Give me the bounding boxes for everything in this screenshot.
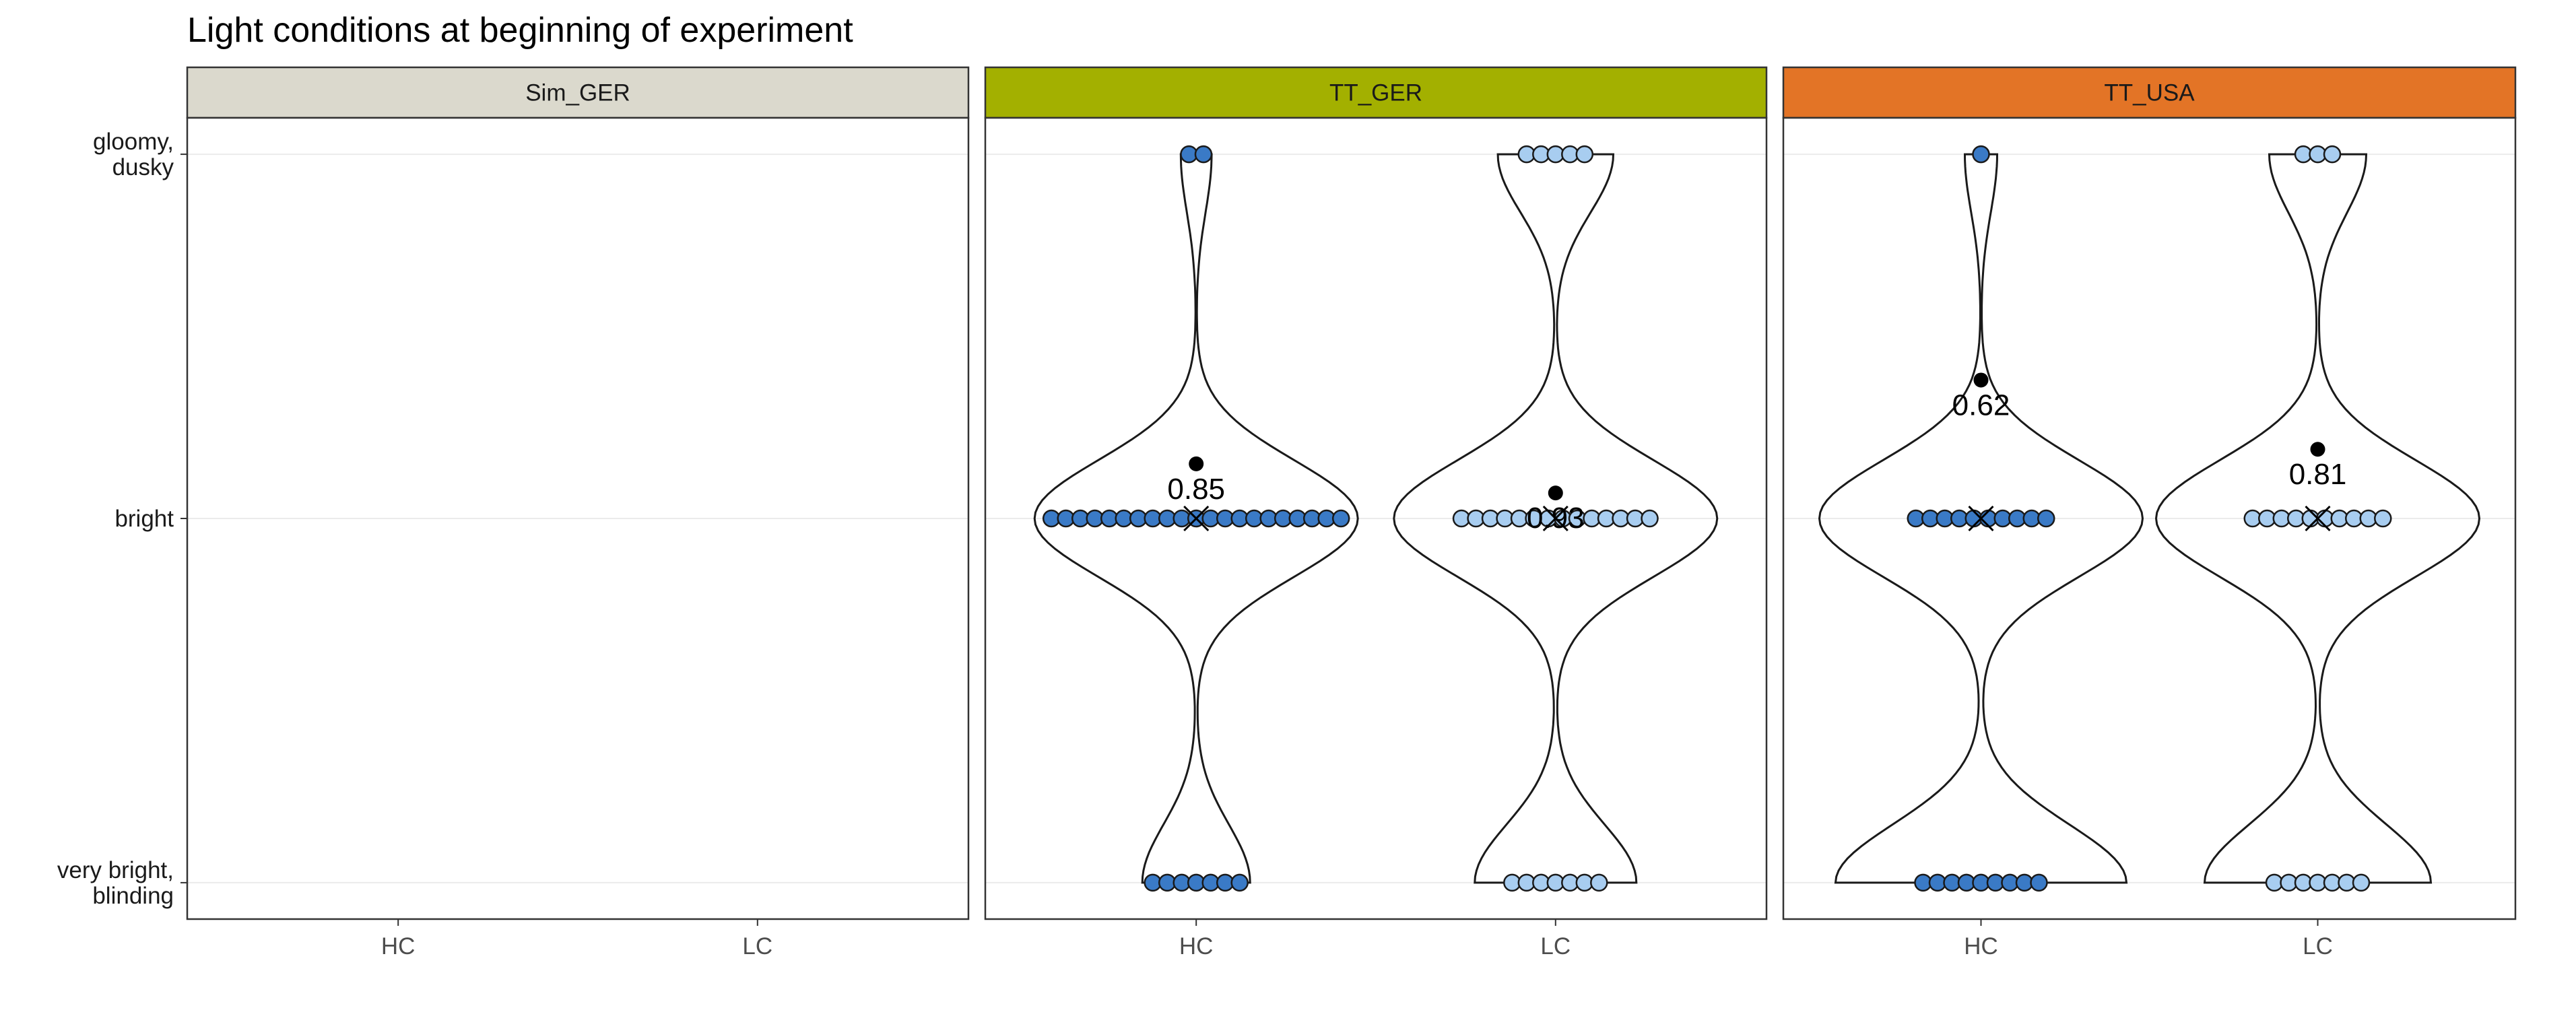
y-tick-label: bright	[114, 506, 174, 532]
mean-point	[2310, 442, 2325, 457]
panel-border	[984, 116, 1768, 920]
data-point	[2030, 873, 2048, 892]
facet-strip	[984, 66, 1768, 119]
data-point	[2352, 873, 2371, 892]
violin-group: 0.93	[1393, 145, 1719, 892]
mean-point	[1548, 485, 1563, 501]
data-point	[2037, 509, 2055, 528]
facet-strip-label: Sim_GER	[525, 80, 630, 106]
facet-panel: TT_USA HC LC 0.62 0.81	[1782, 66, 2517, 960]
panel-border	[1782, 116, 2517, 920]
facet-panels: Sim_GER HC LC TT_GER HC LC 0.85 0.93 TT_USA HC LC 0…	[186, 66, 2517, 960]
mean-label: 0.85	[1167, 473, 1225, 506]
violin-outline	[2154, 153, 2481, 884]
data-point	[2323, 145, 2342, 164]
median-marker	[2305, 505, 2331, 532]
median-marker	[1968, 505, 1994, 532]
data-point	[1590, 873, 1608, 892]
data-point	[1972, 145, 1990, 164]
data-point	[1331, 509, 1350, 528]
chart-title: Light conditions at beginning of experim…	[187, 11, 853, 50]
mean-point	[1189, 456, 1204, 471]
violin-outline	[1818, 153, 2144, 884]
data-point	[1194, 145, 1213, 164]
x-tick-label: LC	[1540, 933, 1571, 960]
median-marker	[1542, 505, 1568, 532]
violin-group: 0.62	[1818, 145, 2144, 892]
x-tick-label: HC	[1179, 933, 1214, 960]
x-tick-label: HC	[1964, 933, 1998, 960]
data-point	[2374, 509, 2392, 528]
facet-panel: Sim_GER HC LC	[186, 66, 970, 960]
y-tick-label: gloomy,dusky	[93, 129, 174, 180]
x-tick-label: LC	[742, 933, 772, 960]
data-point	[1641, 509, 1659, 528]
data-point	[1575, 145, 1594, 164]
mean-label: 0.62	[1952, 389, 2010, 422]
data-point	[1230, 873, 1249, 892]
facet-strip-label: TT_USA	[2104, 80, 2195, 106]
facet-strip-label: TT_GER	[1329, 80, 1422, 106]
mean-label: 0.81	[2289, 458, 2347, 491]
violin-group: 0.81	[2154, 145, 2481, 892]
y-tick-label: very bright,blinding	[57, 857, 174, 909]
mean-point	[1973, 372, 1989, 388]
facet-strip	[186, 66, 970, 119]
y-axis: very bright,blinding bright gloomy,dusky	[57, 129, 187, 909]
violin-group: 0.85	[1033, 145, 1359, 892]
x-tick-label: LC	[2303, 933, 2333, 960]
violin-outline	[1393, 153, 1719, 884]
x-tick-label: HC	[381, 933, 416, 960]
facet-panel: TT_GER HC LC 0.85 0.93	[984, 66, 1768, 960]
mean-label: 0.93	[1527, 502, 1585, 535]
median-marker	[1183, 505, 1210, 532]
